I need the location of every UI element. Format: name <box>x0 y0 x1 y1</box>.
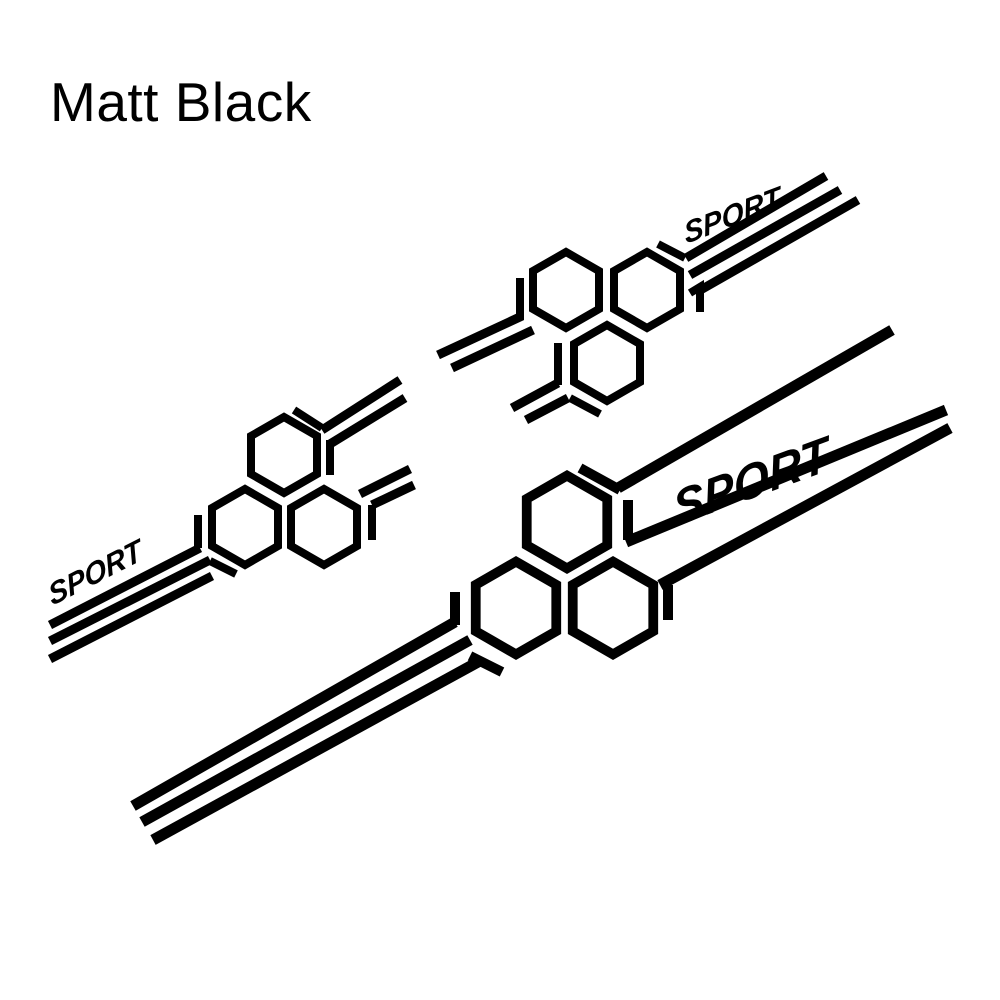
product-color-title: Matt Black <box>50 71 312 133</box>
decal-large-stripes <box>130 325 953 845</box>
decal-large: SPORT <box>130 325 953 845</box>
decal-top-right-stripes <box>436 172 861 424</box>
decal-top-right-sport-text: SPORT <box>682 180 785 251</box>
decal-top-right: SPORT <box>436 172 861 424</box>
decal-left-stripes <box>47 376 416 664</box>
decal-left: SPORT <box>45 376 416 664</box>
